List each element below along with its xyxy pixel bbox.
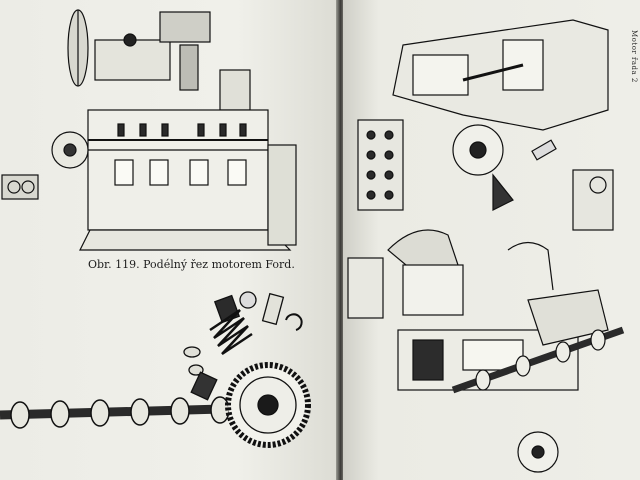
camshaft-figure: [10, 291, 311, 448]
page-edge-text: Motor řada 2: [630, 30, 638, 83]
engine-section-figure: [1, 9, 297, 251]
book-gutter: [336, 0, 345, 480]
engine-cross-section-figure: [347, 19, 625, 473]
figure-caption: Obr. 119. Podélný řez motorem Ford.: [88, 258, 295, 271]
left-page: Obr. 119. Podélný řez motorem Ford.: [0, 0, 338, 480]
right-page: Motor řada 2: [343, 0, 640, 480]
